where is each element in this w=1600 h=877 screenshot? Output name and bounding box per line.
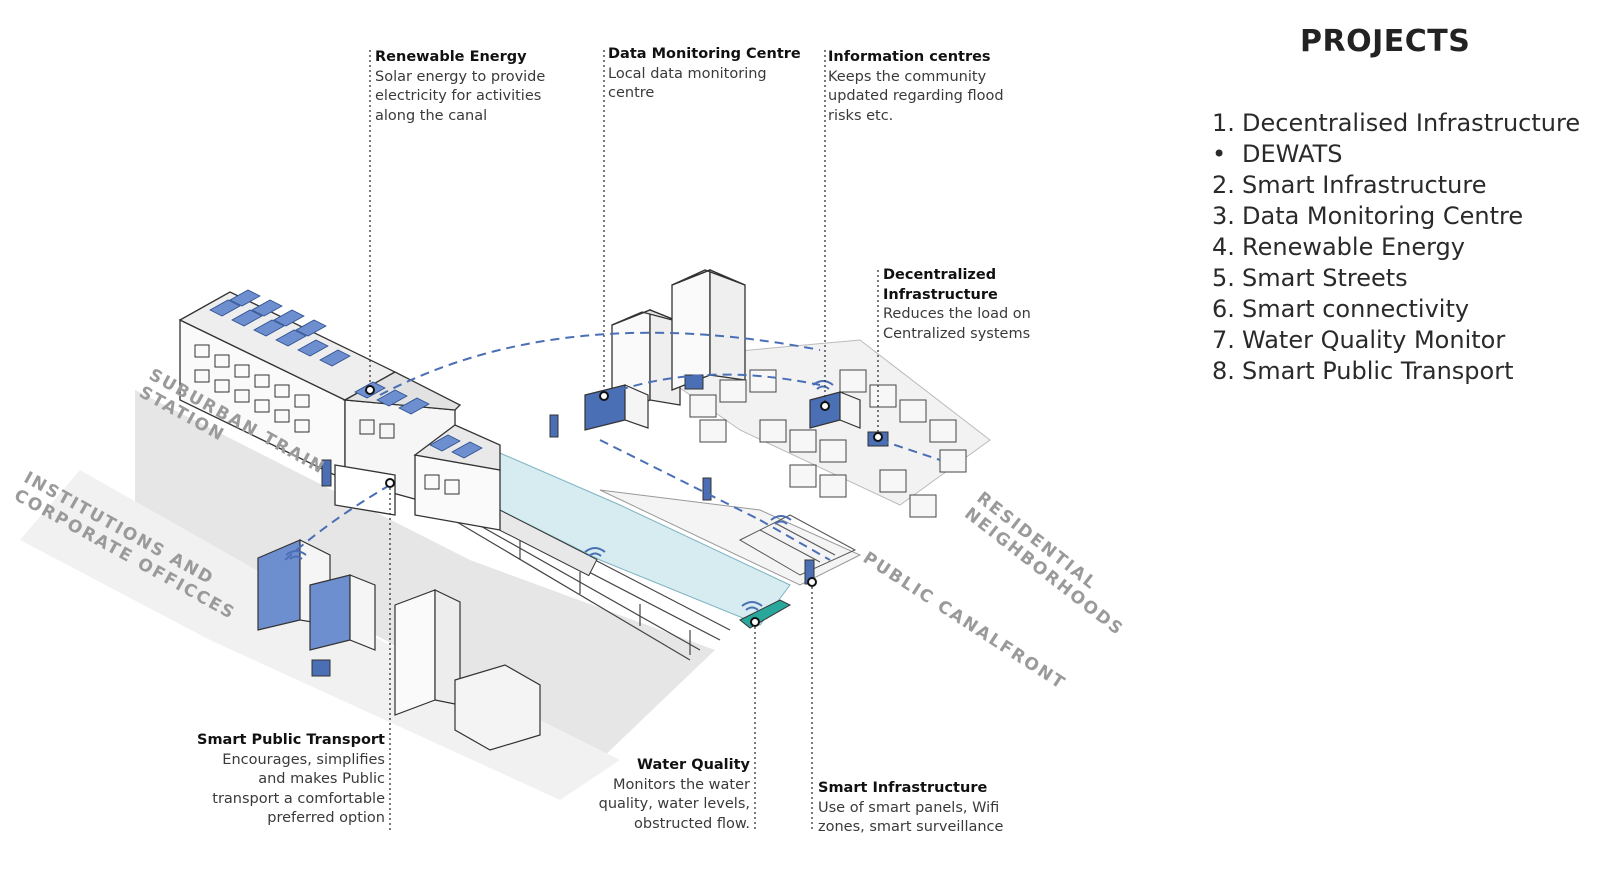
solar-panels <box>209 289 483 459</box>
callout-body: Keeps the community updated regarding fl… <box>828 68 1004 124</box>
project-label: Smart Streets <box>1242 264 1408 292</box>
callout-leaders <box>369 50 879 832</box>
project-item: 2.Smart Infrastructure <box>1212 170 1580 201</box>
callout-body: Reduces the load on Centralized systems <box>883 306 1031 342</box>
project-marker: 4. <box>1212 233 1235 261</box>
callout-body: Use of smart panels, Wifi zones, smart s… <box>818 799 1004 836</box>
callout-title: Smart Public Transport <box>197 732 385 748</box>
callout-anchor-dots <box>365 385 883 627</box>
project-item: 4.Renewable Energy <box>1212 232 1580 263</box>
project-item: 5.Smart Streets <box>1212 263 1580 294</box>
projects-list: 1.Decentralised Infrastructure • DEWATS 2… <box>1212 108 1580 387</box>
callout-smart-infrastructure: Smart Infrastructure Use of smart panels… <box>818 779 1003 838</box>
project-label: DEWATS <box>1242 140 1343 168</box>
callout-body: Local data monitoring centre <box>608 65 767 102</box>
canalfront-promenade <box>599 489 862 586</box>
project-label: Data Monitoring Centre <box>1242 202 1524 230</box>
small-blue-box <box>311 659 331 677</box>
wifi-icons <box>285 380 834 611</box>
callout-body: Solar energy to provide electricity for … <box>375 68 546 124</box>
project-item: 3.Data Monitoring Centre <box>1212 201 1580 232</box>
callout-title: Data Monitoring Centre <box>608 46 801 62</box>
callout-title: Water Quality <box>637 757 750 773</box>
project-label: Smart Public Transport <box>1242 357 1514 385</box>
institutions-ground-plane <box>135 390 715 760</box>
callout-data-monitoring-centre: Data Monitoring Centre Local data monito… <box>608 45 801 104</box>
project-marker: • <box>1212 140 1227 168</box>
project-marker: 6. <box>1212 295 1235 323</box>
callout-smart-public-transport: Smart Public Transport Encourages, simpl… <box>180 731 385 829</box>
project-item: 7.Water Quality Monitor <box>1212 325 1580 356</box>
project-marker: 7. <box>1212 326 1235 354</box>
callout-title: Smart Infrastructure <box>818 780 988 796</box>
project-marker: 5. <box>1212 264 1235 292</box>
data-centre-box <box>684 374 704 390</box>
callout-information-centres: Information centres Keeps the community … <box>828 48 1004 126</box>
station-smart-panel <box>321 459 332 487</box>
street-smart-panel <box>549 414 559 438</box>
project-label: Renewable Energy <box>1242 233 1465 261</box>
project-item: 1.Decentralised Infrastructure <box>1212 108 1580 139</box>
project-marker: 1. <box>1212 109 1235 137</box>
callout-water-quality: Water Quality Monitors the water quality… <box>560 756 750 834</box>
project-item: 6.Smart connectivity <box>1212 294 1580 325</box>
callout-body: Encourages, simplifies and makes Public … <box>212 751 385 827</box>
callout-renewable-energy: Renewable Energy Solar energy to provide… <box>375 48 545 126</box>
residential-houses <box>689 369 967 518</box>
station-windows <box>194 344 460 495</box>
project-item: 8.Smart Public Transport <box>1212 356 1580 387</box>
project-label: Smart connectivity <box>1242 295 1470 323</box>
project-label: Smart Infrastructure <box>1242 171 1487 199</box>
street-smart-panel-2 <box>702 477 712 501</box>
institution-buildings <box>257 539 541 751</box>
callout-title: Information centres <box>828 49 991 65</box>
data-centre-building <box>584 384 649 431</box>
project-marker: 2. <box>1212 171 1235 199</box>
projects-heading: PROJECTS <box>1300 24 1471 59</box>
project-marker: 3. <box>1212 202 1235 230</box>
canalfront-grid <box>738 514 857 576</box>
callout-body: Monitors the water quality, water levels… <box>598 776 750 832</box>
callout-title: Decentralized Infrastructure <box>883 267 998 303</box>
callout-decentralized-infrastructure: Decentralized Infrastructure Reduces the… <box>883 266 1031 344</box>
callout-title: Renewable Energy <box>375 49 527 65</box>
connectivity-dashes <box>284 331 941 561</box>
project-item: • DEWATS <box>1212 139 1580 170</box>
project-marker: 8. <box>1212 357 1235 385</box>
project-label: Water Quality Monitor <box>1242 326 1506 354</box>
project-label: Decentralised Infrastructure <box>1242 109 1581 137</box>
rail-pillars <box>519 540 691 655</box>
